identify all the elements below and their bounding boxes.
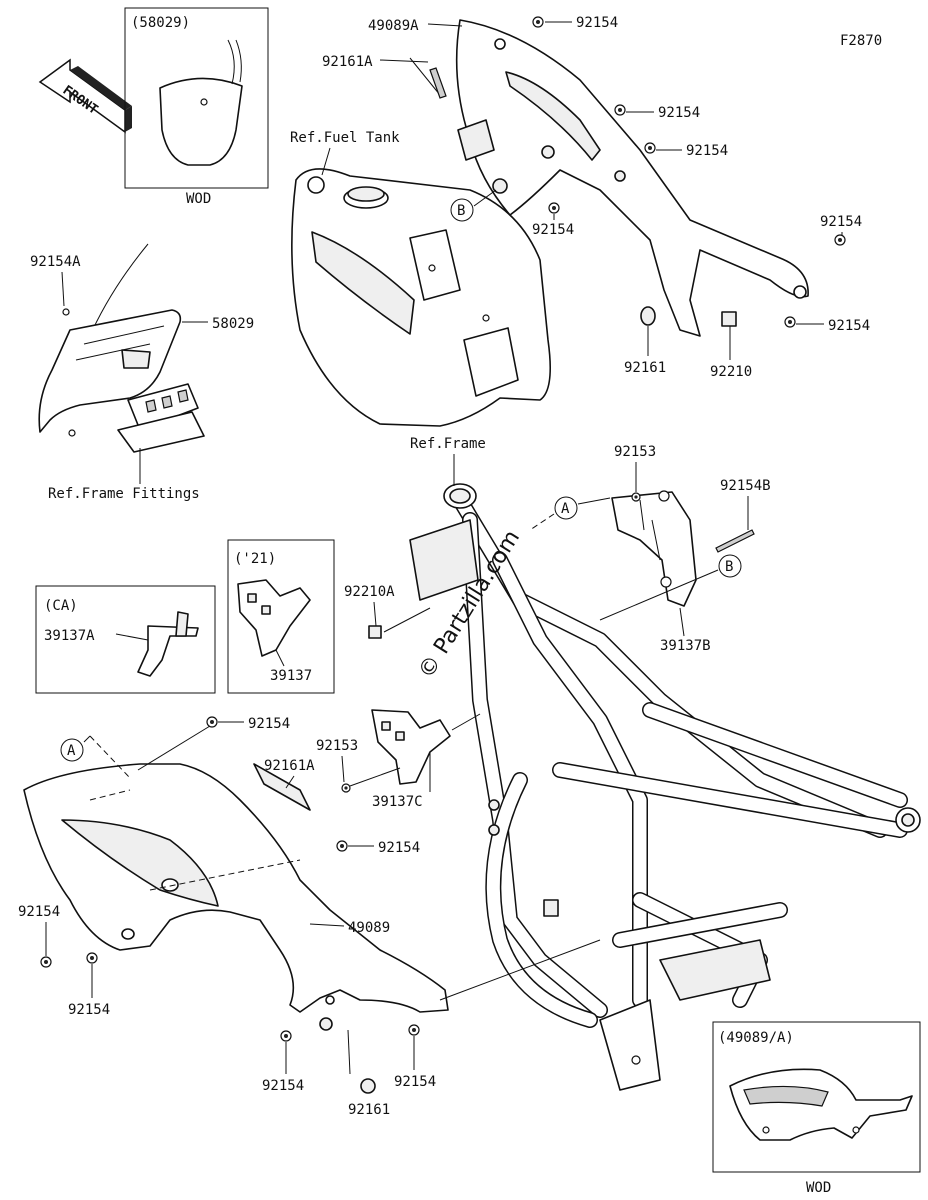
label-49089A: 49089A	[368, 18, 419, 34]
nut-92210A	[368, 625, 382, 639]
callout-b-top: B	[450, 189, 497, 222]
label-92210A: 92210A	[344, 584, 395, 600]
label-ref-frame: Ref.Frame	[410, 436, 486, 452]
svg-text:A: A	[67, 743, 76, 759]
label-92210: 92210	[710, 364, 752, 380]
side-cover-49089A	[455, 19, 809, 337]
label-92154-5: 92154	[820, 214, 862, 230]
bolts-left-cover	[40, 716, 420, 1094]
callout-a-top: A	[529, 496, 611, 531]
label-92161A-top: 92161A	[322, 54, 373, 70]
label-92153-mid: 92153	[316, 738, 358, 754]
bracket-39137B	[611, 490, 755, 607]
svg-text:B: B	[457, 203, 465, 219]
figure-code: F2870	[840, 33, 882, 49]
inset-58029-caption: WOD	[186, 191, 211, 207]
inset-58029-code: (58029)	[131, 15, 190, 31]
callout-a-left: A	[60, 735, 131, 779]
inset-21-code: ('21)	[234, 551, 276, 567]
inset-58029: (58029) WOD	[124, 7, 269, 207]
label-92154-bot1: 92154	[262, 1078, 304, 1094]
fuel-tank	[291, 168, 552, 427]
inset-21: ('21) 39137	[227, 539, 335, 694]
svg-text:B: B	[725, 559, 733, 575]
bracket-39137C	[341, 709, 481, 793]
label-49089: 49089	[348, 920, 390, 936]
number-plate-wod	[159, 77, 243, 166]
bolts-top-cover	[532, 16, 846, 328]
label-92154-bot2: 92154	[394, 1074, 436, 1090]
inset-49089A: (49089/A) WOD	[712, 1021, 921, 1196]
label-92161-bot: 92161	[348, 1102, 390, 1118]
svg-text:A: A	[561, 501, 570, 517]
frame	[409, 483, 921, 1091]
label-92154-mid: 92154	[378, 840, 420, 856]
inset-ca-part: 39137A	[44, 628, 95, 644]
label-92154-left: 92154	[18, 904, 60, 920]
inset-ca-code: (CA)	[44, 598, 78, 614]
label-92161A-mid: 92161A	[264, 758, 315, 774]
label-92154-1: 92154	[576, 15, 618, 31]
label-92154-3: 92154	[686, 143, 728, 159]
label-92161-top: 92161	[624, 360, 666, 376]
inset-49089A-caption: WOD	[806, 1180, 831, 1196]
label-92153-top: 92153	[614, 444, 656, 460]
label-58029: 58029	[212, 316, 254, 332]
label-92154-2: 92154	[658, 105, 700, 121]
side-cover-49089	[23, 763, 449, 1031]
inset-49089A-code: (49089/A)	[718, 1030, 794, 1046]
label-92154B: 92154B	[720, 478, 771, 494]
label-92154-4: 92154	[532, 222, 574, 238]
label-39137B: 39137B	[660, 638, 711, 654]
label-ref-fuel-tank: Ref.Fuel Tank	[290, 130, 400, 146]
front-arrow-icon: FRONT	[38, 58, 132, 134]
inset-ca: (CA) 39137A	[35, 585, 216, 694]
label-92154A: 92154A	[30, 254, 81, 270]
label-92154-left-top: 92154	[248, 716, 290, 732]
callout-b-mid: B	[599, 554, 742, 621]
label-39137C: 39137C	[372, 794, 423, 810]
number-plate-58029	[38, 243, 205, 453]
inset-21-part: 39137	[270, 668, 312, 684]
label-ref-frame-fittings: Ref.Frame Fittings	[48, 486, 200, 502]
label-92154-left2: 92154	[68, 1002, 110, 1018]
label-92154-6: 92154	[828, 318, 870, 334]
